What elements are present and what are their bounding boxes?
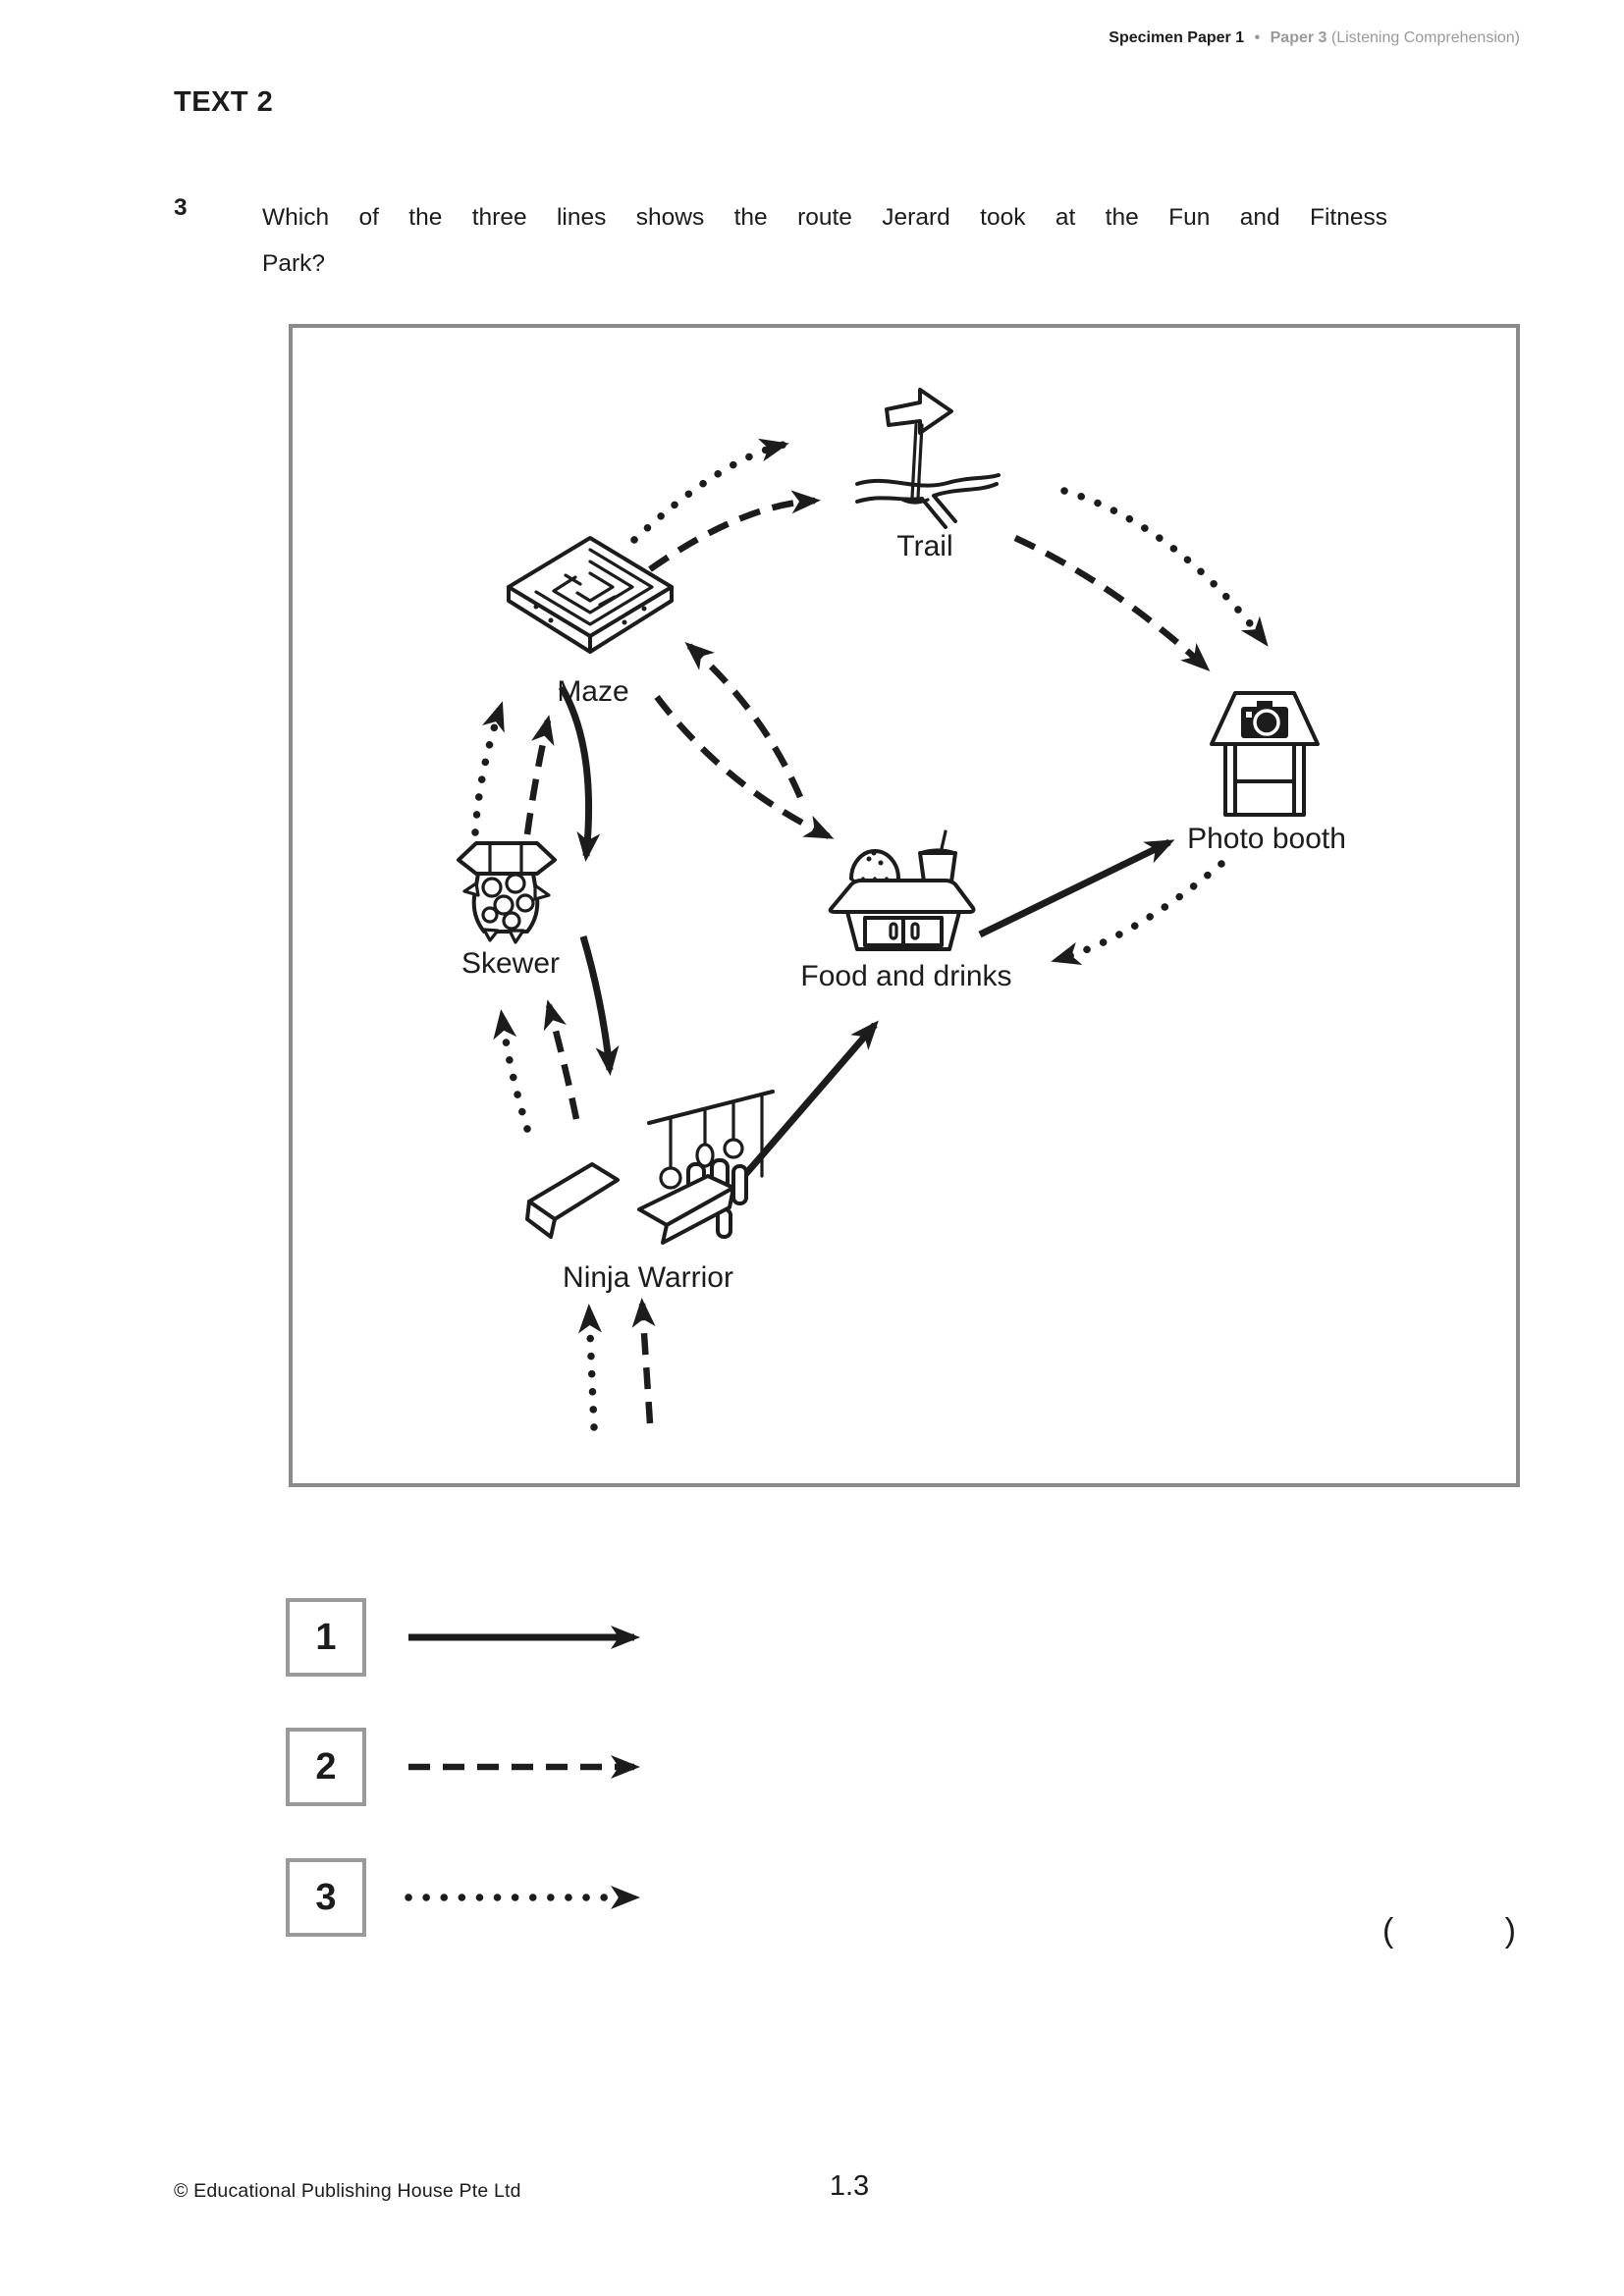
route-dashed-entrance-to-ninja (631, 1298, 656, 1424)
route-solid-ninja-to-food (728, 1020, 879, 1195)
ninja-warrior-icon (525, 1090, 775, 1245)
legend-row-2: 2 (286, 1728, 676, 1806)
legend-box-2: 2 (286, 1728, 366, 1806)
question-text: Which of the three lines shows the route… (262, 194, 1387, 287)
route-dotted-maze-to-trail (630, 438, 789, 544)
route-dotted-trail-to-photo-booth (1060, 487, 1269, 647)
route-dotted-photo-booth-to-food (1051, 860, 1225, 966)
route-solid-food-to-photo-booth (978, 838, 1175, 938)
footer-copyright: © Educational Publishing House Pte Ltd (174, 2180, 521, 2202)
route-dashed-trail-to-photo-booth (1013, 535, 1211, 672)
footer-page-number: 1.3 (829, 2170, 870, 2202)
page-header: Specimen Paper 1 • Paper 3 (Listening Co… (0, 29, 1520, 47)
legend-solid-arrow (408, 1626, 640, 1649)
legend-box-3: 3 (286, 1858, 366, 1937)
section-title: TEXT 2 (174, 86, 274, 118)
park-map-diagram: Trail Maze Photo booth (457, 388, 1346, 1431)
maze-icon (507, 536, 674, 654)
route-solid-skewer-to-ninja (579, 935, 620, 1076)
route-dashed-food-to-maze (684, 642, 803, 799)
legend-dashed-arrow (408, 1755, 640, 1779)
legend-row-3: 3 (286, 1858, 676, 1937)
trail-label: Trail (896, 530, 952, 562)
header-bullet-separator: • (1254, 29, 1261, 46)
route-solid-maze-to-skewer (558, 685, 601, 862)
route-dashed-ninja-to-skewer (543, 999, 580, 1120)
answer-bracket-close: ) (1504, 1912, 1516, 1949)
food-and-drinks-label: Food and drinks (800, 960, 1011, 992)
header-specimen-paper: Specimen Paper 1 (1109, 29, 1245, 46)
route-arrows (471, 438, 1269, 1431)
maze-label: Maze (557, 675, 628, 708)
photo-booth-icon (1210, 691, 1320, 817)
answer-brackets: ( ) (1382, 1912, 1516, 1950)
route-dotted-entrance-to-ninja (578, 1304, 602, 1431)
answer-bracket-open: ( (1382, 1912, 1394, 1949)
food-and-drinks-icon (828, 829, 976, 951)
skewer-label: Skewer (461, 947, 560, 980)
route-dotted-ninja-to-skewer (493, 1009, 531, 1133)
question-number: 3 (174, 194, 188, 221)
trail-icon (855, 388, 1001, 529)
route-dotted-skewer-to-maze (471, 701, 505, 836)
park-map-frame: Trail Maze Photo booth (289, 324, 1520, 1487)
ninja-warrior-label: Ninja Warrior (563, 1261, 733, 1294)
legend-box-1: 1 (286, 1598, 366, 1677)
photo-booth-label: Photo booth (1187, 823, 1346, 855)
header-paper-suffix: (Listening Comprehension) (1330, 29, 1520, 46)
question-line-1: Which of the three lines shows the route… (262, 204, 1387, 231)
header-paper-number: Paper 3 (1270, 29, 1327, 46)
route-dashed-maze-to-food (654, 695, 835, 839)
route-dashed-skewer-to-maze (523, 715, 555, 835)
question-line-2: Park? (262, 250, 326, 277)
legend-row-1: 1 (286, 1598, 676, 1677)
route-dashed-maze-to-trail (648, 490, 821, 572)
legend-dotted-arrow (405, 1886, 640, 1909)
skewer-icon (457, 841, 557, 944)
